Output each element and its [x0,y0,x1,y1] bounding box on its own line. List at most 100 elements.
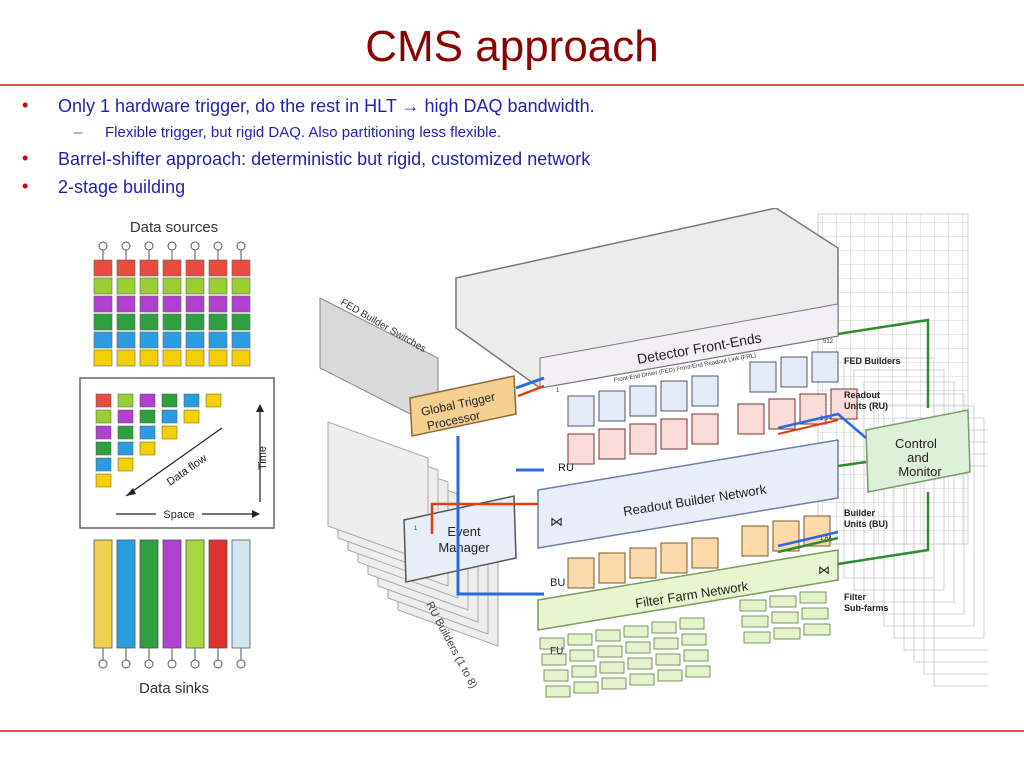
shifter-cell [161,425,178,440]
data-sources-label: Data sources [130,219,218,236]
source-node [144,241,154,251]
bullet-marker: • [22,95,29,115]
data-sources-group [93,241,251,367]
fed-builder-cell [780,356,808,388]
shifter-cell [139,409,156,424]
connection-lines [430,318,930,596]
bullet-text: 2-stage building [58,177,186,197]
fed-builder-cell [749,361,777,393]
source-fragment [93,295,113,313]
fed-builder-cell [691,375,719,407]
time-label: Time [257,446,269,470]
shifter-cell [95,409,112,424]
source-fragment [93,331,113,349]
sink-column [231,539,251,649]
readout-units-label-2: Units (RU) [844,401,888,411]
sink-node [98,659,108,669]
shifter-cell [161,409,178,424]
sink-node [236,659,246,669]
bullet-marker: • [22,148,29,168]
readout-unit-cells [567,388,858,465]
source-node [190,241,200,251]
readout-units-label-1: Readout [844,390,880,400]
source-fragment [139,295,159,313]
source-node [98,241,108,251]
footer-divider [0,730,1024,732]
fed-builder-cell [811,351,839,383]
filter-unit-cell [681,633,707,646]
filter-unit-cell [627,657,653,670]
source-fragment [208,295,228,313]
bullet-text: Barrel-shifter approach: deterministic b… [58,149,591,169]
shifter-cell [95,425,112,440]
title-divider [0,84,1024,86]
filter-unit-cell [569,649,595,662]
source-fragment [208,259,228,277]
shifter-cell [183,393,200,408]
sink-node [190,659,200,669]
filter-unit-cell [801,607,829,620]
shifter-cell [117,457,134,472]
shifter-cell [117,441,134,456]
source-fragment [162,259,182,277]
shifter-cell [95,393,112,408]
sink-node [121,659,131,669]
filter-unit-cell [653,637,679,650]
source-fragment [93,259,113,277]
source-fragment [116,313,136,331]
control-label-3: Monitor [898,464,942,479]
shifter-cell [161,393,178,408]
source-fragment [185,295,205,313]
source-node [236,241,246,251]
source-fragment [116,349,136,367]
filter-farm-network [537,549,839,631]
sink-column [185,539,205,649]
filter-unit-cell [629,673,655,686]
source-fragment [231,259,251,277]
source-fragment [116,295,136,313]
fu-label: FU [550,646,563,657]
ru-red-line [777,419,839,435]
source-fragment [185,313,205,331]
source-fragment [93,277,113,295]
fed-builder-cell [660,380,688,412]
ru-label: RU [558,462,574,474]
sink-node [213,659,223,669]
source-fragment [231,349,251,367]
filter-unit-cell [625,641,651,654]
barrel-shifter-diagram: Data sources Data flow Time Space Data s… [79,219,275,697]
source-fragment [231,295,251,313]
source-fragment [162,349,182,367]
filter-unit-cells [539,591,831,698]
shifter-cell [95,441,112,456]
data-sinks-label: Data sinks [139,680,209,697]
filter-unit-cell [595,629,621,642]
source-fragment [231,313,251,331]
source-fragment [162,313,182,331]
bu-green-line [777,536,839,554]
filter-unit-cell [655,653,681,666]
builder-units-label-2: Units (BU) [844,519,888,529]
bu-blue-line [777,530,839,548]
filter-unit-cell [545,685,571,698]
stack-outline [933,465,988,687]
filter-unit-cell [799,591,827,604]
sink-node [167,659,177,669]
source-fragment [162,277,182,295]
space-label: Space [163,509,194,521]
builder-unit-cell [567,557,595,589]
source-node [121,241,131,251]
source-fragment [208,331,228,349]
data-flow-arrow [125,427,223,497]
space-arrowhead [252,510,260,518]
source-fragment [116,259,136,277]
fed-index-1: 1 [556,388,560,394]
source-fragment [185,331,205,349]
filter-subfarms-label-1: Filter [844,592,867,602]
stack-outline [863,381,955,603]
sink-column [162,539,182,649]
filter-unit-cell [803,623,831,636]
trigger-to-fed-line [515,376,545,390]
data-flow-arrowhead [126,488,136,496]
source-fragment [185,349,205,367]
